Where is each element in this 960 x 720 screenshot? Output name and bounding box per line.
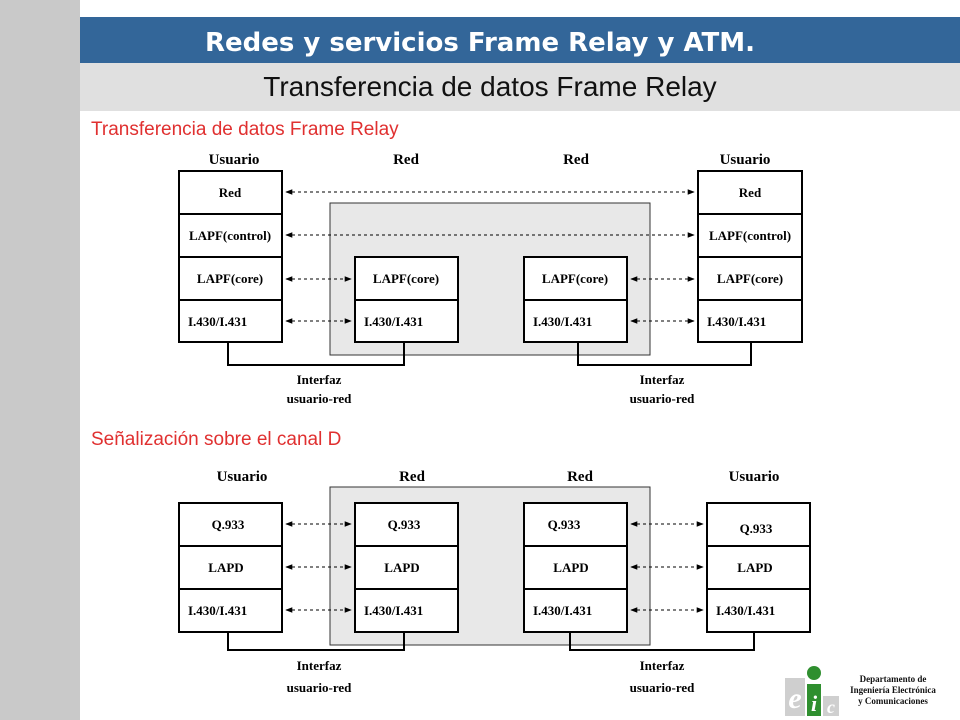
- footer-line: y Comunicaciones: [858, 696, 928, 706]
- interface-label-left-1: Interfaz: [297, 372, 342, 387]
- layer-label: LAPF(core): [717, 271, 783, 286]
- layer-label: LAPF(control): [189, 228, 271, 243]
- layer-label: LAPD: [737, 560, 772, 575]
- layer-label: I.430/I.431: [533, 314, 592, 329]
- layer-label: LAPF(core): [373, 271, 439, 286]
- user-stack-left: Red LAPF(control) LAPF(core) I.430/I.431: [178, 170, 283, 343]
- section-title-data-transfer: Transferencia de datos Frame Relay: [91, 119, 399, 140]
- signaling-stack-network-right: Q.933 LAPD I.430/I.431: [523, 502, 628, 633]
- column-label-network-left: Red: [393, 152, 419, 168]
- layer-label: Q.933: [740, 521, 773, 536]
- layer-label: I.430/I.431: [188, 603, 247, 618]
- network-stack-right: LAPF(core) I.430/I.431: [523, 256, 628, 343]
- interface-label-right-2b: usuario-red: [630, 680, 696, 695]
- interface-label-right-1: Interfaz: [640, 372, 685, 387]
- layer-label: I.430/I.431: [188, 314, 247, 329]
- department-footer: Departamento de Ingeniería Electrónica y…: [838, 674, 948, 707]
- network-stack-left: LAPF(core) I.430/I.431: [354, 256, 459, 343]
- layer-label: I.430/I.431: [533, 603, 592, 618]
- section-title-d-channel: Señalización sobre el canal D: [91, 429, 342, 450]
- slide-header-title: Redes y servicios Frame Relay y ATM.: [204, 28, 756, 58]
- slide-subtitle: Transferencia de datos Frame Relay: [263, 71, 717, 102]
- layer-label: Q.933: [212, 517, 245, 532]
- signaling-stack-network-left: Q.933 LAPD I.430/I.431: [354, 502, 459, 633]
- interface-label-left-2b: usuario-red: [287, 680, 353, 695]
- svg-text:c: c: [827, 697, 835, 717]
- layer-label: Q.933: [388, 517, 421, 532]
- column-label-user-right: Usuario: [729, 469, 780, 485]
- layer-label: LAPD: [208, 560, 243, 575]
- layer-label: LAPF(core): [197, 271, 263, 286]
- layer-label: Red: [219, 185, 242, 200]
- user-stack-right: Red LAPF(control) LAPF(core) I.430/I.431: [697, 170, 803, 343]
- layer-label: LAPF(core): [542, 271, 608, 286]
- signaling-stack-user-right: Q.933 LAPD I.430/I.431: [706, 502, 811, 633]
- layer-label: I.430/I.431: [716, 603, 775, 618]
- layer-label: LAPD: [384, 560, 419, 575]
- column-label-user-left: Usuario: [217, 469, 268, 485]
- peer-arrows-1: [285, 189, 695, 324]
- interface-label-right-2: Interfaz: [640, 658, 685, 673]
- column-label-user-right: Usuario: [720, 152, 771, 168]
- layer-label: I.430/I.431: [364, 314, 423, 329]
- layer-label: LAPD: [553, 560, 588, 575]
- subtitle-bar: [80, 63, 960, 111]
- layer-label: Red: [739, 185, 762, 200]
- left-side-band: [0, 0, 80, 720]
- svg-text:i: i: [811, 691, 818, 716]
- column-label-network-right: Red: [563, 152, 589, 168]
- layer-label: Q.933: [548, 517, 581, 532]
- layer-label: I.430/I.431: [364, 603, 423, 618]
- physical-links-2: [227, 632, 755, 651]
- column-label-user-left: Usuario: [209, 152, 260, 168]
- footer-line: Ingeniería Electrónica: [850, 685, 936, 695]
- header-bar: [80, 17, 960, 63]
- peer-arrows-2: [285, 521, 704, 613]
- department-logo: e i c: [785, 666, 839, 717]
- interface-label-left-2: Interfaz: [297, 658, 342, 673]
- interface-label-left-1b: usuario-red: [287, 391, 353, 406]
- signaling-stack-user-left: Q.933 LAPD I.430/I.431: [178, 502, 283, 633]
- svg-text:e: e: [788, 682, 801, 715]
- footer-line: Departamento de: [859, 674, 927, 684]
- layer-label: LAPF(control): [709, 228, 791, 243]
- interface-label-right-1b: usuario-red: [630, 391, 696, 406]
- physical-links-1: [227, 342, 752, 366]
- layer-label: I.430/I.431: [707, 314, 766, 329]
- column-label-network-right: Red: [567, 469, 593, 485]
- column-label-network-left: Red: [399, 469, 425, 485]
